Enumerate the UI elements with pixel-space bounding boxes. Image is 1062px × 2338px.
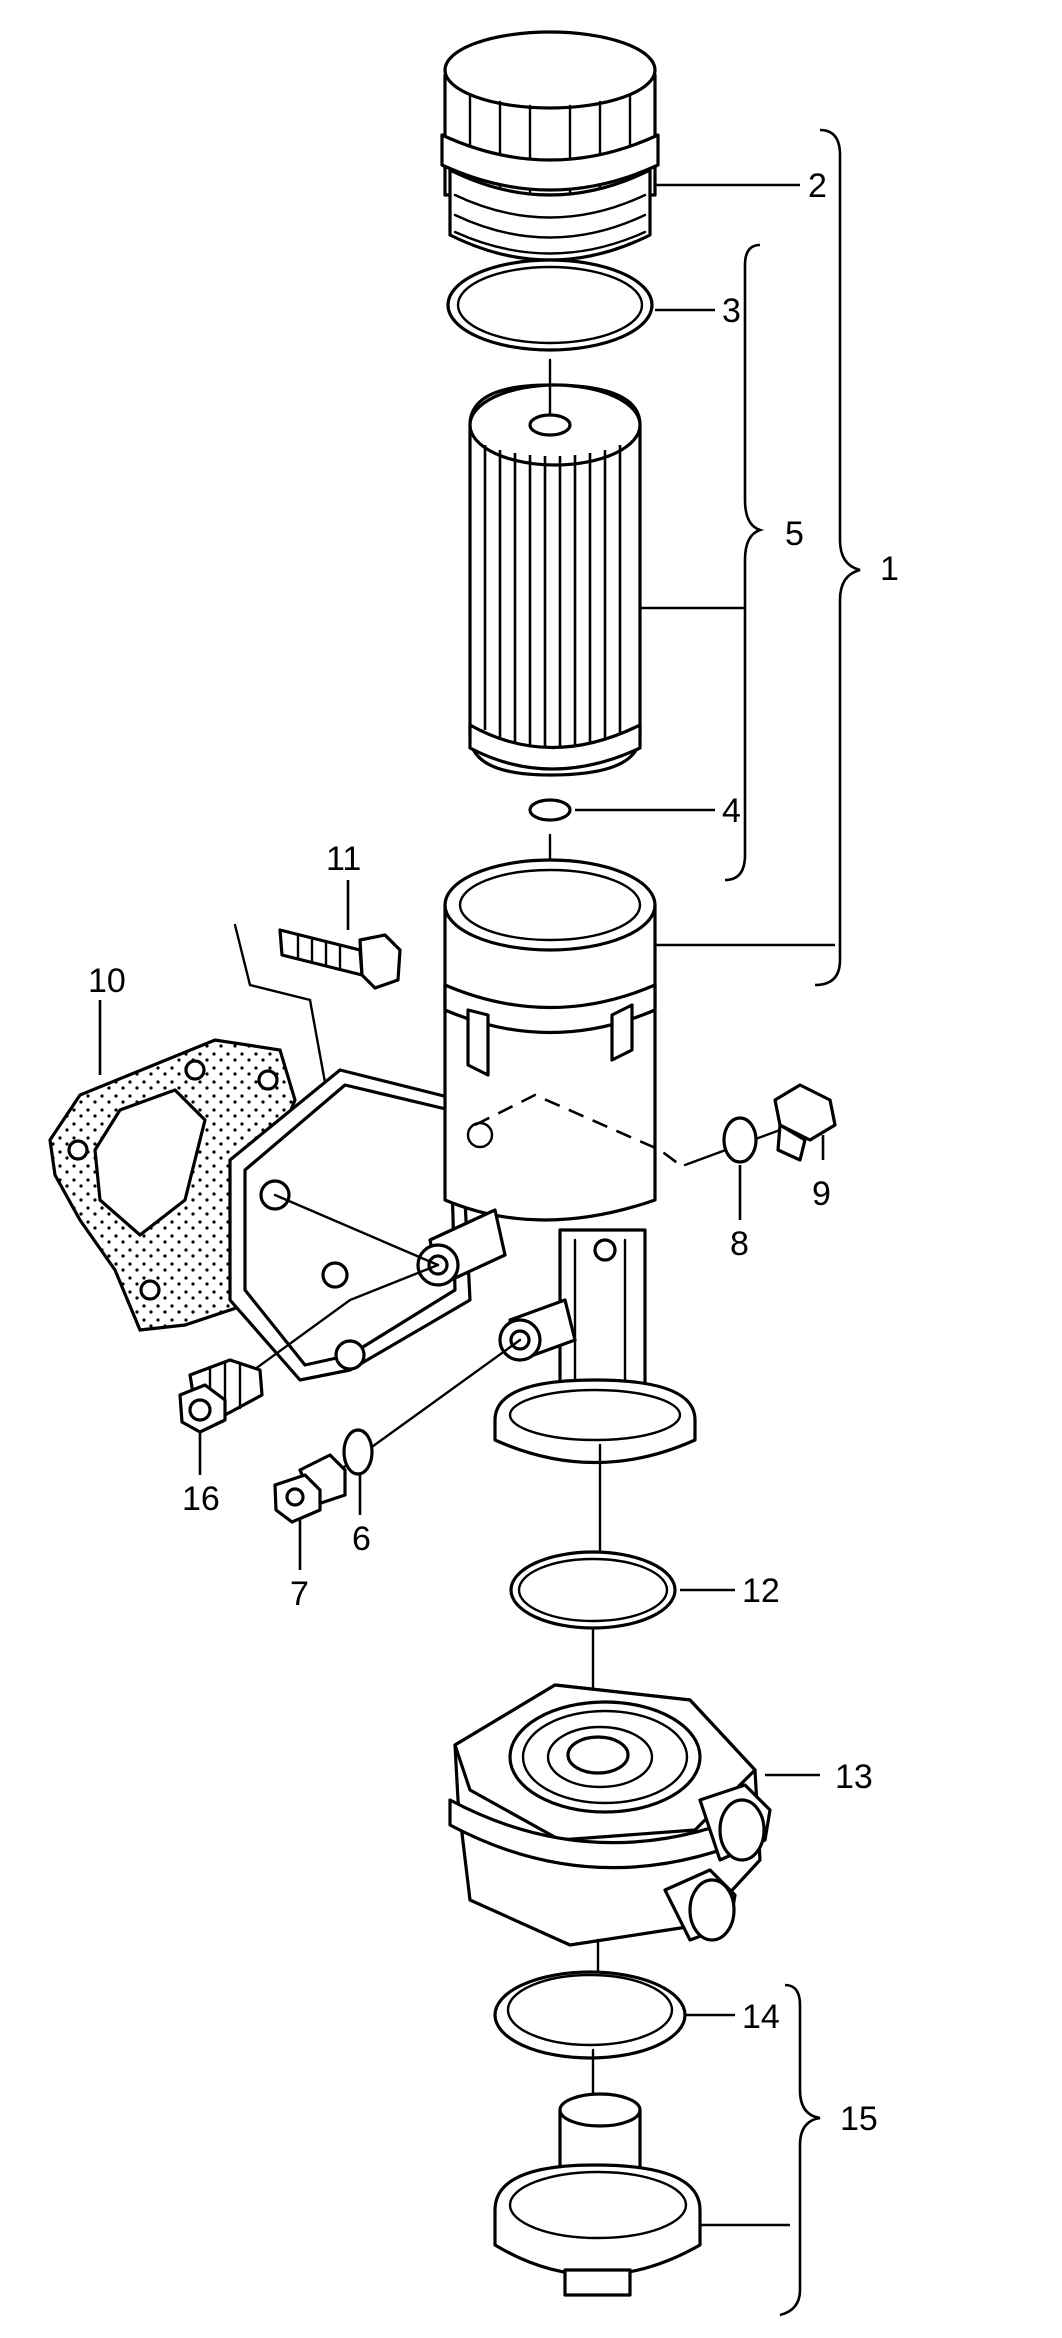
callout-12: 12 bbox=[742, 1572, 780, 1610]
leader-lines bbox=[98, 128, 861, 2317]
callout-7: 7 bbox=[290, 1575, 309, 1613]
callout-14: 14 bbox=[742, 1998, 780, 2036]
callout-labels: 2 3 5 1 4 11 10 8 9 16 6 7 12 13 14 15 bbox=[88, 167, 899, 2138]
callout-1: 1 bbox=[880, 550, 899, 588]
part-3-o-ring bbox=[446, 258, 654, 352]
callout-4: 4 bbox=[722, 792, 741, 830]
part-13-oil-cooler bbox=[448, 1683, 772, 1987]
callout-16: 16 bbox=[182, 1480, 220, 1518]
callout-3: 3 bbox=[722, 292, 741, 330]
callout-15: 15 bbox=[840, 2100, 878, 2138]
part-14-seal bbox=[493, 1970, 687, 2097]
part-6-seal-ring bbox=[342, 1428, 374, 1476]
part-15-cartridge bbox=[493, 2092, 702, 2297]
callout-5: 5 bbox=[785, 515, 804, 553]
part-12-o-ring bbox=[509, 1550, 677, 1752]
part-16-plug bbox=[178, 1358, 264, 1434]
callout-13: 13 bbox=[835, 1758, 873, 1796]
part-2-filter-cap bbox=[440, 30, 660, 342]
oil-filter-housing bbox=[228, 858, 697, 1562]
callout-10: 10 bbox=[88, 962, 126, 1000]
part-7-screw-plug bbox=[273, 1453, 347, 1524]
part-5-filter-element bbox=[468, 358, 642, 777]
part-9-plug bbox=[683, 1083, 837, 1167]
callout-8: 8 bbox=[730, 1225, 749, 1263]
callout-2: 2 bbox=[808, 167, 827, 205]
callout-6: 6 bbox=[352, 1520, 371, 1558]
part-8-seal-ring bbox=[722, 1116, 758, 1164]
callout-11: 11 bbox=[326, 840, 361, 878]
callout-9: 9 bbox=[812, 1175, 831, 1213]
